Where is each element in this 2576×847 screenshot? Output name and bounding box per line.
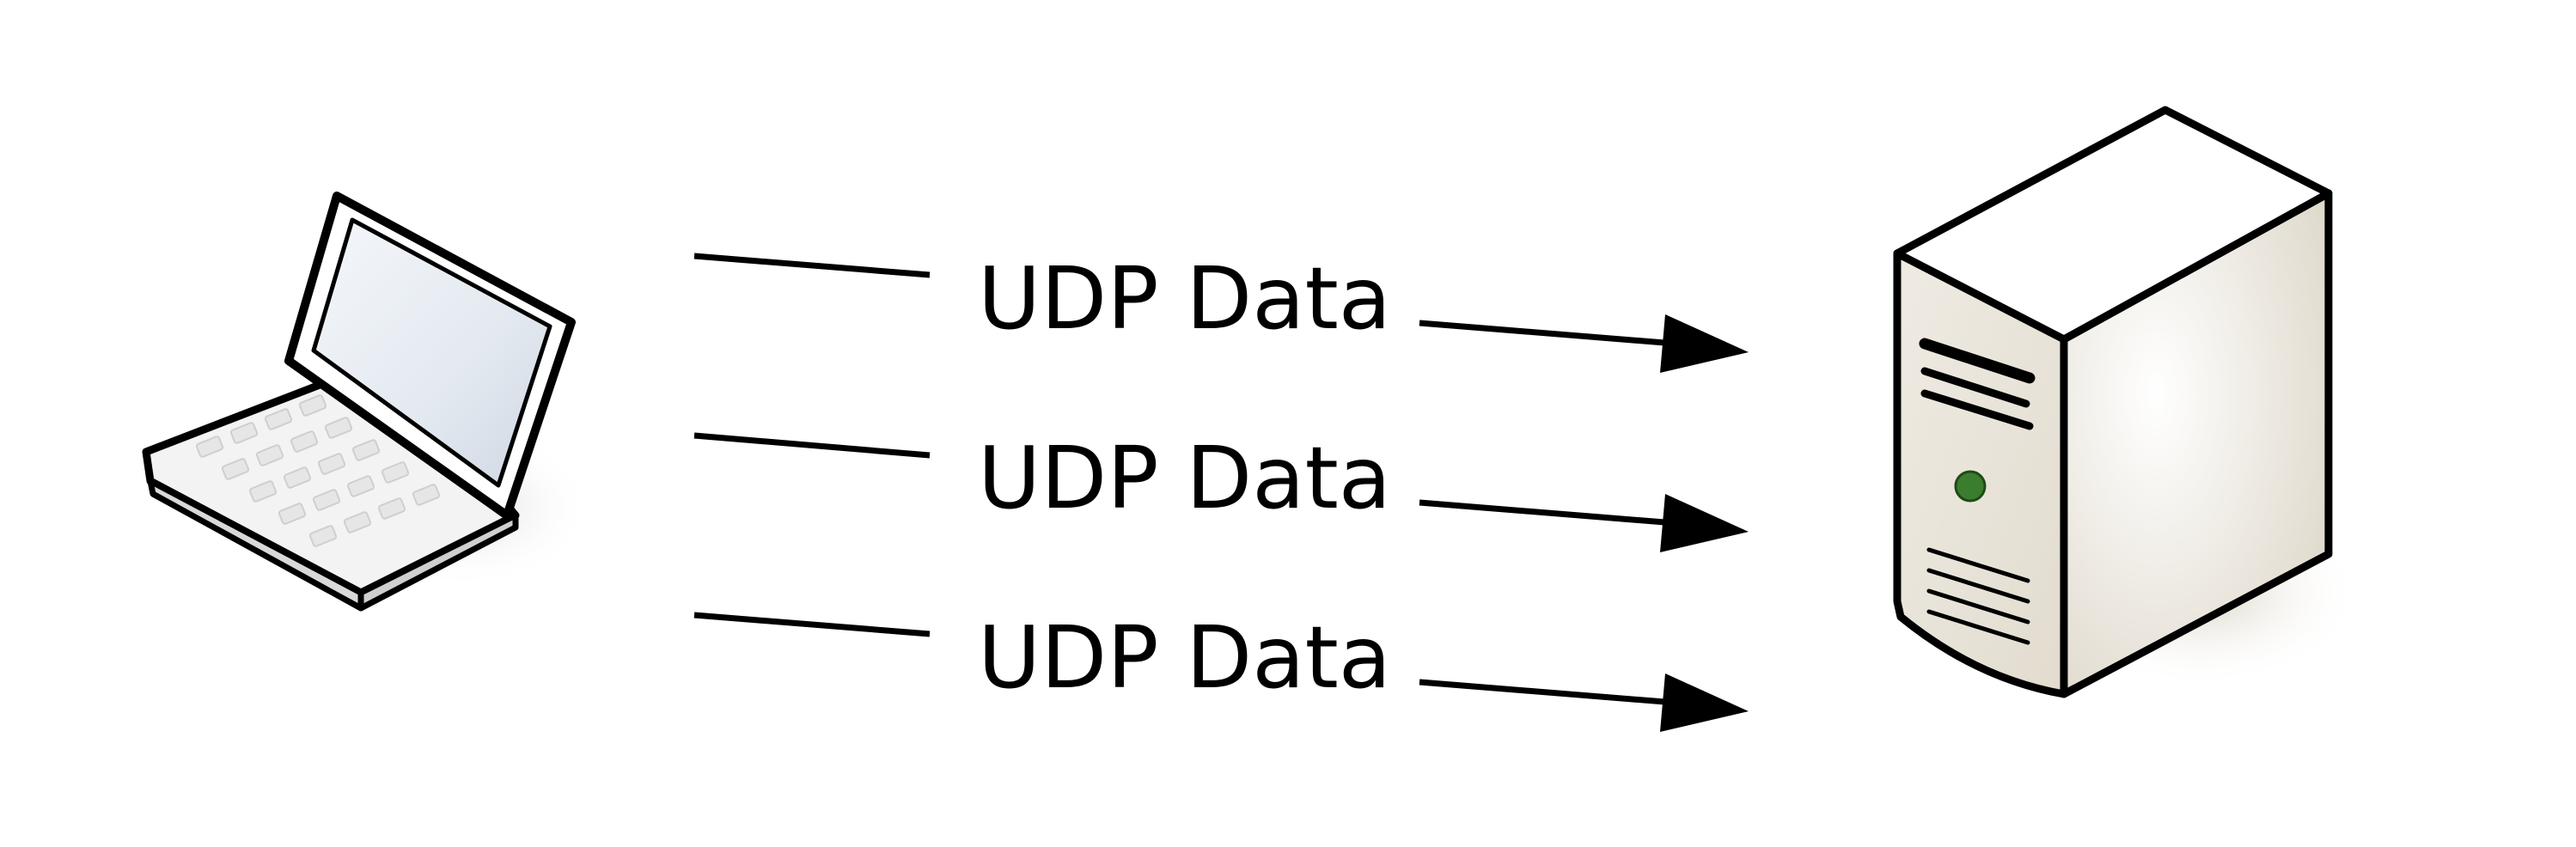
- udp-flow-2: UDP Data: [693, 428, 1749, 552]
- laptop-icon: [142, 192, 593, 612]
- arrowhead-icon: [1660, 314, 1749, 373]
- arrowhead-icon: [1660, 673, 1749, 732]
- flow-label: UDP Data: [978, 248, 1391, 349]
- flow-line-head: [1419, 499, 1676, 527]
- flow-line-tail: [693, 253, 931, 278]
- power-led-icon: [1954, 470, 1987, 503]
- flow-line-tail: [693, 432, 931, 459]
- flow-label: UDP Data: [978, 428, 1391, 528]
- server-tower-icon: [1893, 106, 2363, 698]
- arrowhead-icon: [1660, 494, 1749, 552]
- flow-line-head: [1419, 679, 1676, 706]
- flow-label: UDP Data: [978, 607, 1391, 708]
- flow-line-head: [1419, 320, 1676, 347]
- udp-flow-1: UDP Data: [693, 248, 1749, 373]
- udp-flow-3: UDP Data: [693, 607, 1749, 732]
- flow-line-tail: [693, 612, 931, 637]
